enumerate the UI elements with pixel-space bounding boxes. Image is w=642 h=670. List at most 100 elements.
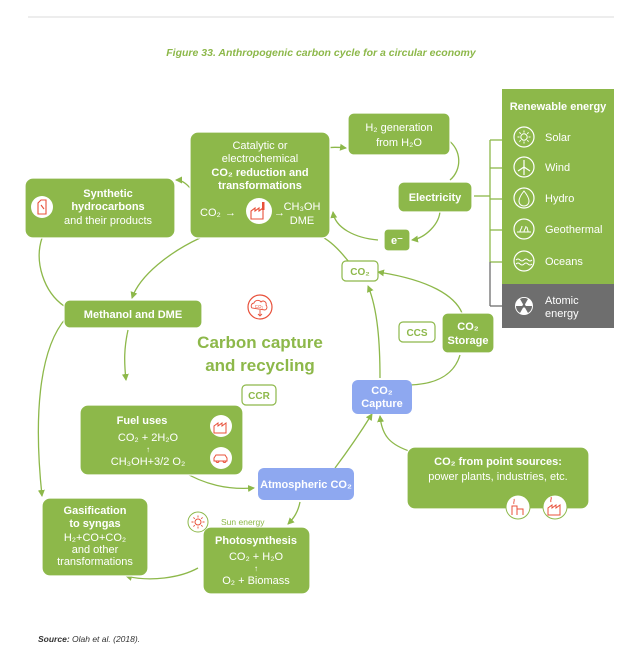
catalytic-box: Catalytic or electrochemical CO₂ reducti… <box>189 131 331 239</box>
co2-capture-box: CO₂ Capture <box>352 380 412 414</box>
center-line2: and recycling <box>205 356 315 375</box>
renewable-item-solar: Solar <box>513 126 571 148</box>
arrow-capture-to-storage <box>409 354 461 386</box>
gasification-line2: to syngas <box>69 518 120 530</box>
sun-icon <box>517 130 531 144</box>
electron-label: e⁻ <box>391 235 403 247</box>
co2-capture-line1: CO₂ <box>371 385 393 397</box>
renewable-title: Renewable energy <box>510 101 607 113</box>
catalytic-right2: DME <box>290 215 314 227</box>
photosynthesis-line1: CO₂ + H₂O <box>229 551 284 563</box>
electron-box: e⁻ <box>383 228 411 252</box>
co2-storage-box: CO₂ Storage <box>441 312 495 354</box>
electricity-box: Electricity <box>397 181 473 213</box>
catalytic-arrow-left: → <box>225 207 236 219</box>
geothermal-icon <box>517 225 531 233</box>
source-note: Source: Olah et al. (2018). <box>38 634 140 644</box>
catalytic-right1: CH₃OH <box>284 201 321 213</box>
fuel-uses-line1: CO₂ + 2H₂O <box>118 432 179 444</box>
fuel-uses-line2: CH₃OH+3/2 O₂ <box>111 456 185 468</box>
h2-generation-line1: H₂ generation <box>365 122 432 134</box>
renewable-item-geothermal: Geothermal <box>513 218 602 240</box>
catalytic-line4: transformations <box>218 180 302 192</box>
arrow-electricity-to-electron <box>411 209 441 243</box>
renewable-label-wind: Wind <box>545 162 570 174</box>
water-drop-icon <box>518 190 530 207</box>
power-plant-icon <box>511 498 524 515</box>
center-line1: Carbon capture <box>197 333 323 352</box>
arrow-catalytic-to-methanol <box>130 237 201 299</box>
factory-icon <box>250 202 265 220</box>
arrow-methanol-to-fuel <box>121 329 129 381</box>
renewable-item-hydro: Hydro <box>513 187 574 209</box>
methanol-box: Methanol and DME <box>63 299 203 329</box>
h2-generation-line2: from H₂O <box>376 137 422 149</box>
arrow-photosynthesis-to-gasification <box>125 567 199 581</box>
atmospheric-label: Atmospheric CO₂ <box>260 479 352 491</box>
arrow-electron-to-catalytic <box>330 211 379 241</box>
gasification-box: Gasification to syngas H₂+CO+CO₂ and oth… <box>41 497 149 577</box>
arrow-point-sources-to-capture <box>377 415 413 453</box>
co2-capture-line2: Capture <box>361 398 403 410</box>
wind-turbine-icon <box>517 160 531 175</box>
arrow-atmospheric-to-capture <box>334 413 373 469</box>
arrow-synthetic-to-methanol <box>38 237 65 307</box>
renewable-item-wind: Wind <box>513 156 570 178</box>
gasification-line1: Gasification <box>64 505 127 517</box>
gasification-line4: and other <box>72 544 119 556</box>
cloud-co2-icon <box>250 299 268 317</box>
wave-icon <box>515 258 533 266</box>
catalytic-line1: Catalytic or <box>232 140 287 152</box>
photosynthesis-line2: O₂ + Biomass <box>222 575 290 587</box>
renewable-label-hydro: Hydro <box>545 193 574 205</box>
car-icon <box>213 454 228 463</box>
ccs-box: CCS <box>398 321 436 343</box>
point-sources-title: CO₂ from point sources: <box>434 456 562 468</box>
renewable-label-geothermal: Geothermal <box>545 224 602 236</box>
photosynthesis-title: Photosynthesis <box>215 535 297 547</box>
photosynthesis-up-arrow: ↑ <box>254 564 258 573</box>
factory-emission-icon <box>547 496 561 516</box>
atomic-energy-panel: Atomic energy <box>502 284 614 328</box>
arrow-h2-to-electricity <box>447 139 460 181</box>
fuel-uses-up-arrow: ↑ <box>146 445 150 454</box>
atmospheric-co2-box: Atmospheric CO₂ <box>258 468 354 500</box>
renewable-item-oceans: Oceans <box>513 250 583 272</box>
arrow-capture-to-co2 <box>367 285 381 379</box>
gasification-line5: transformations <box>57 556 133 568</box>
arrow-catalytic-to-synthetic <box>175 176 191 189</box>
arrow-methanol-to-gasification <box>37 317 67 497</box>
synthetic-line2: hydrocarbons <box>71 201 144 213</box>
atomic-line2: energy <box>545 308 579 320</box>
synthetic-line1: Synthetic <box>83 188 133 200</box>
co2-storage-line1: CO₂ <box>457 321 479 333</box>
renewable-label-solar: Solar <box>545 132 571 144</box>
atomic-line1: Atomic <box>545 295 579 307</box>
figure-title: Figure 33. Anthropogenic carbon cycle fo… <box>166 47 477 59</box>
synthetic-line3: and their products <box>64 215 153 227</box>
radiation-icon <box>515 297 533 313</box>
catalytic-left: CO₂ <box>200 207 221 219</box>
renewable-bracket <box>474 139 502 307</box>
catalytic-line3: CO₂ reduction and <box>211 167 308 179</box>
fuel-uses-box: Fuel uses CO₂ + 2H₂O ↑ CH₃OH+3/2 O₂ <box>79 404 244 476</box>
sun-energy-label: Sun energy <box>187 511 265 533</box>
fuel-can-icon <box>37 199 47 215</box>
ccr-label: CCR <box>248 391 270 402</box>
catalytic-arrow-right: → <box>274 207 285 219</box>
sun-energy-icon <box>191 515 205 529</box>
photosynthesis-box: Photosynthesis CO₂ + H₂O ↑ O₂ + Biomass <box>202 526 311 595</box>
sun-energy-text: Sun energy <box>221 517 265 527</box>
arrow-atmospheric-to-photosynthesis <box>287 501 301 525</box>
renewable-energy-panel: Renewable energy Solar Wind Hydro <box>502 89 614 284</box>
co2-small-label: CO₂ <box>350 267 369 278</box>
arrow-storage-to-co2 <box>377 269 463 314</box>
co2-storage-line2: Storage <box>448 335 489 347</box>
industry-icon <box>213 422 227 434</box>
point-sources-line1: power plants, industries, etc. <box>428 471 567 483</box>
synthetic-hydrocarbons-box: Synthetic hydrocarbons and their product… <box>24 177 176 239</box>
h2-generation-box: H₂ generation from H₂O <box>347 112 451 156</box>
cloud-co2-label: CO₂ <box>255 304 264 309</box>
center-label: CO₂ Carbon capture and recycling CCR <box>197 294 323 406</box>
